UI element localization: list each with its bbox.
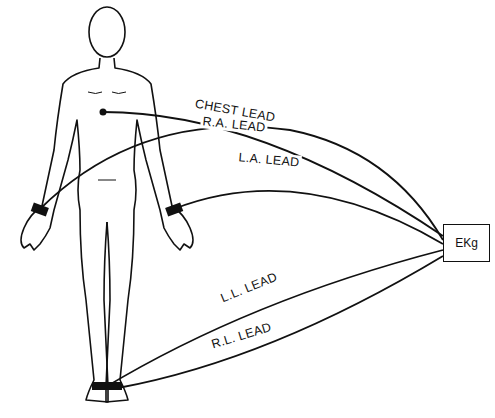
box-text: EKg [455, 236, 478, 250]
lead-label: R.L. LEAD [208, 319, 275, 352]
lead-label: L.L. LEAD [217, 269, 281, 306]
ekg-machine-box: EKg [443, 224, 490, 262]
